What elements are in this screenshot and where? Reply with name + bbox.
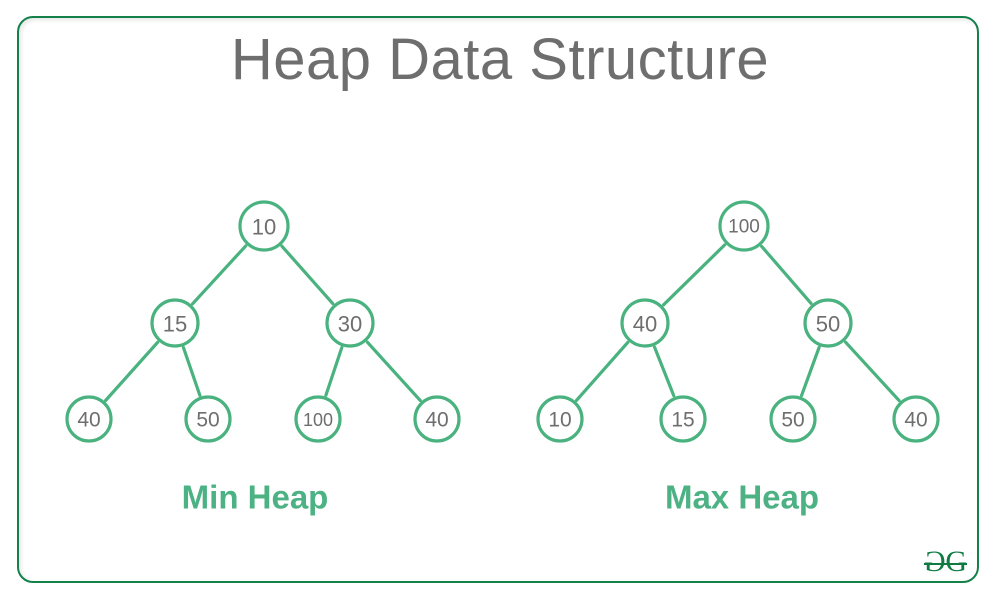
tree-node[interactable]: 15 bbox=[150, 298, 200, 348]
node-circle bbox=[325, 298, 375, 348]
node-circle bbox=[718, 200, 770, 252]
tree-node[interactable]: 100 bbox=[294, 395, 342, 443]
tree-edge bbox=[843, 340, 901, 403]
page-title: Heap Data Structure bbox=[230, 27, 770, 92]
tree-node[interactable]: 40 bbox=[65, 395, 113, 443]
tree-edge bbox=[652, 345, 676, 398]
node-circle bbox=[150, 298, 200, 348]
g-glyph: G bbox=[945, 545, 967, 578]
node-circle bbox=[184, 395, 232, 443]
tree-edge bbox=[181, 345, 202, 397]
tree-edge bbox=[190, 244, 248, 306]
tree-node[interactable]: 40 bbox=[620, 298, 670, 348]
node-value-label: 10 bbox=[252, 215, 276, 240]
node-circle bbox=[620, 298, 670, 348]
node-value-label: 40 bbox=[633, 312, 657, 337]
node-circle bbox=[659, 395, 707, 443]
tree-edge bbox=[799, 345, 821, 398]
node-value-label: 10 bbox=[548, 409, 571, 432]
tree-edge bbox=[760, 244, 813, 305]
node-circle bbox=[65, 395, 113, 443]
heap-caption-max-heap: Max Heap bbox=[665, 479, 819, 516]
tree-edge bbox=[324, 346, 344, 397]
node-circle bbox=[803, 298, 853, 348]
node-value-label: 15 bbox=[671, 409, 694, 432]
node-value-label: 100 bbox=[303, 410, 333, 430]
geeksforgeeks-logo: GG bbox=[923, 545, 967, 578]
tree-node[interactable]: 40 bbox=[413, 395, 461, 443]
tree-edge bbox=[104, 340, 160, 402]
tree-node[interactable]: 100 bbox=[718, 200, 770, 252]
node-circle bbox=[892, 395, 940, 443]
tree-node[interactable]: 15 bbox=[659, 395, 707, 443]
tree-node[interactable]: 50 bbox=[803, 298, 853, 348]
node-circle bbox=[769, 395, 817, 443]
tree-edge bbox=[574, 340, 630, 402]
node-value-label: 40 bbox=[425, 409, 448, 432]
node-value-label: 40 bbox=[77, 409, 100, 432]
node-value-label: 50 bbox=[781, 409, 804, 432]
node-value-label: 100 bbox=[728, 217, 760, 238]
tree-node[interactable]: 50 bbox=[769, 395, 817, 443]
node-circle bbox=[238, 200, 290, 252]
tree-node[interactable]: 10 bbox=[238, 200, 290, 252]
node-value-label: 50 bbox=[196, 409, 219, 432]
tree-edge bbox=[280, 244, 335, 306]
node-value-label: 15 bbox=[163, 312, 187, 337]
node-value-label: 50 bbox=[816, 312, 840, 337]
tree-node[interactable]: 50 bbox=[184, 395, 232, 443]
tree-edge bbox=[365, 340, 422, 403]
node-circle bbox=[413, 395, 461, 443]
node-circle bbox=[536, 395, 584, 443]
tree-node[interactable]: 30 bbox=[325, 298, 375, 348]
node-value-label: 30 bbox=[338, 312, 362, 337]
logo-strike-line bbox=[923, 562, 967, 565]
tree-node[interactable]: 10 bbox=[536, 395, 584, 443]
tree-node[interactable]: 40 bbox=[892, 395, 940, 443]
node-value-label: 40 bbox=[904, 409, 927, 432]
node-circle bbox=[294, 395, 342, 443]
tree-edge bbox=[661, 243, 727, 307]
heap-caption-min-heap: Min Heap bbox=[182, 479, 329, 516]
